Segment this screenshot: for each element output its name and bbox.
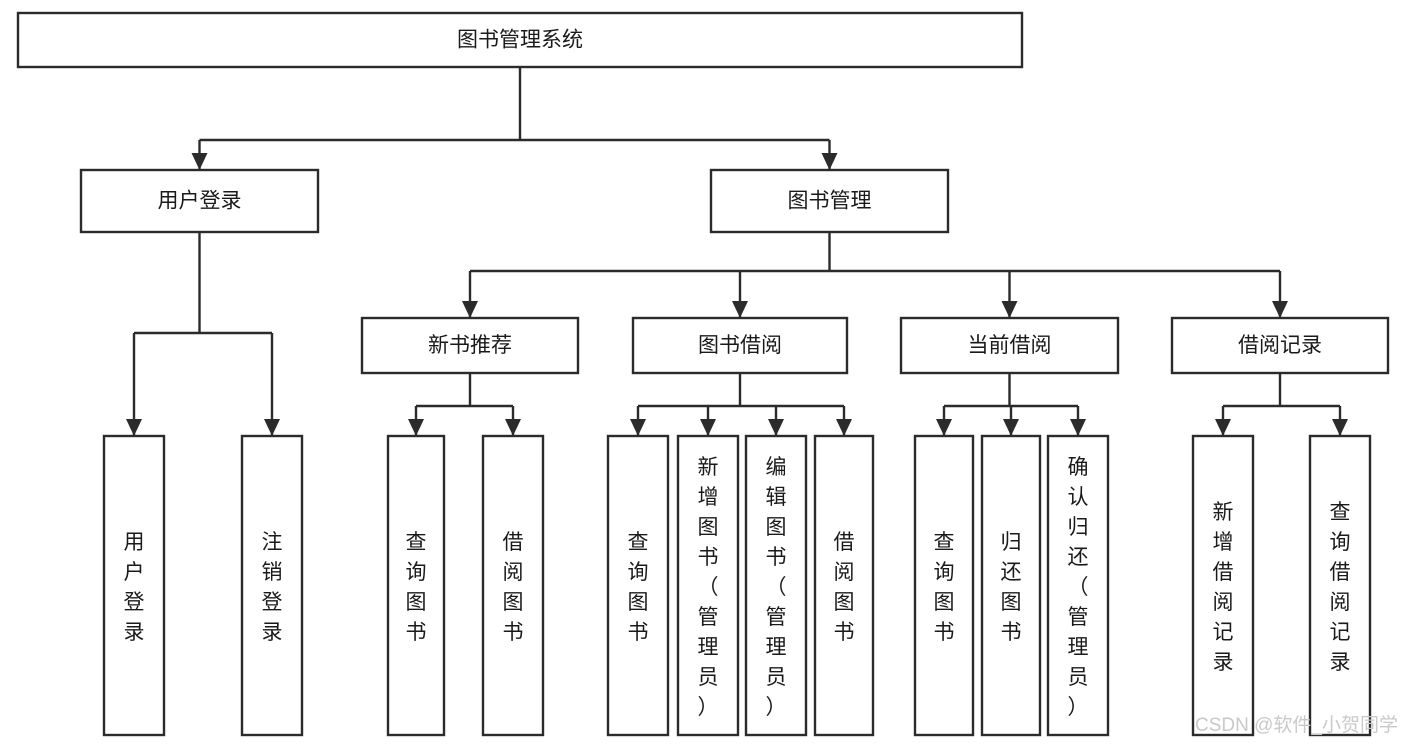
- node-leaf-0-box: [102, 434, 166, 737]
- node-level2-1-label: 图书管理: [788, 190, 872, 213]
- arrow-head-icon: [630, 419, 646, 436]
- node-leaf-12-label: 查询借阅记录: [1330, 501, 1351, 674]
- arrow-head-icon: [821, 153, 838, 170]
- arrow-head-icon: [264, 419, 280, 436]
- node-leaf-12[interactable]: 查询借阅记录: [1308, 434, 1372, 737]
- node-leaf-7-box: [813, 434, 875, 737]
- node-level2-0-box: [79, 168, 320, 234]
- node-level3-1[interactable]: 图书借阅: [631, 316, 849, 375]
- arrow-head-icon: [462, 301, 478, 318]
- node-leaf-9-label: 归还图书: [1001, 531, 1022, 644]
- node-level2-0-label: 用户登录: [158, 190, 242, 213]
- node-leaf-1-box: [240, 434, 304, 737]
- node-leaf-5-box: [676, 434, 740, 737]
- node-level2-1[interactable]: 图书管理: [709, 168, 950, 234]
- node-level3-0-box: [360, 316, 580, 375]
- node-level3-3-box: [1170, 316, 1390, 375]
- node-leaf-1-label: 注销登录: [262, 531, 283, 644]
- node-level3-2-label: 当前借阅: [968, 334, 1052, 357]
- node-leaf-0[interactable]: 用户登录: [102, 434, 166, 737]
- node-level3-1-label: 图书借阅: [698, 334, 782, 357]
- node-leaf-9[interactable]: 归还图书: [980, 434, 1042, 737]
- node-leaf-10-label: 确认归还（管理员）: [1068, 456, 1089, 719]
- node-leaf-1[interactable]: 注销登录: [240, 434, 304, 737]
- node-leaf-8[interactable]: 查询图书: [913, 434, 975, 737]
- node-leaf-12-box: [1308, 434, 1372, 737]
- node-root-label: 图书管理系统: [457, 29, 583, 52]
- node-level3-1-box: [631, 316, 849, 375]
- node-leaf-4-label: 查询图书: [628, 531, 649, 644]
- node-leaf-3-label: 借阅图书: [503, 531, 524, 644]
- arrow-head-icon: [936, 419, 952, 436]
- arrow-head-icon: [505, 419, 521, 436]
- arrow-head-icon: [768, 419, 784, 436]
- node-leaf-2-label: 查询图书: [406, 531, 427, 644]
- node-leaf-6-box: [744, 434, 808, 737]
- arrow-head-icon: [836, 419, 852, 436]
- node-leaf-0-label: 用户登录: [124, 531, 145, 644]
- node-leaf-2-box: [386, 434, 446, 737]
- node-leaf-2[interactable]: 查询图书: [386, 434, 446, 737]
- node-leaf-7[interactable]: 借阅图书: [813, 434, 875, 737]
- arrow-head-icon: [126, 419, 142, 436]
- node-leaf-11[interactable]: 新增借阅记录: [1191, 434, 1255, 737]
- node-level3-3-label: 借阅记录: [1238, 334, 1322, 357]
- node-leaf-6[interactable]: 编辑图书（管理员）: [744, 434, 808, 737]
- node-leaf-10[interactable]: 确认归还（管理员）: [1046, 434, 1110, 737]
- node-leaf-11-box: [1191, 434, 1255, 737]
- node-leaf-9-box: [980, 434, 1042, 737]
- node-leaf-8-label: 查询图书: [934, 531, 955, 644]
- node-leaf-10-box: [1046, 434, 1110, 737]
- node-leaf-4[interactable]: 查询图书: [606, 434, 670, 737]
- node-level3-0[interactable]: 新书推荐: [360, 316, 580, 375]
- node-level3-0-label: 新书推荐: [428, 334, 512, 357]
- arrow-head-icon: [1003, 419, 1019, 436]
- node-root[interactable]: 图书管理系统: [16, 11, 1024, 69]
- arrow-head-icon: [1332, 419, 1348, 436]
- arrow-head-icon: [408, 419, 424, 436]
- node-root-box: [16, 11, 1024, 69]
- node-level2-0[interactable]: 用户登录: [79, 168, 320, 234]
- node-level3-2[interactable]: 当前借阅: [899, 316, 1120, 375]
- node-leaf-3-box: [481, 434, 545, 737]
- arrow-head-icon: [732, 301, 748, 318]
- node-level2-1-box: [709, 168, 950, 234]
- node-leaf-7-label: 借阅图书: [834, 531, 855, 644]
- arrow-head-icon: [1070, 419, 1086, 436]
- connectors-layer: [126, 67, 1348, 436]
- arrow-head-icon: [191, 153, 208, 170]
- node-level3-2-box: [899, 316, 1120, 375]
- arrow-head-icon: [1272, 301, 1288, 318]
- node-leaf-11-label: 新增借阅记录: [1213, 501, 1234, 674]
- node-leaf-8-box: [913, 434, 975, 737]
- csdn-watermark: CSDN @软件_小贺同学: [1195, 714, 1398, 736]
- arrow-head-icon: [1215, 419, 1231, 436]
- node-level3-3[interactable]: 借阅记录: [1170, 316, 1390, 375]
- nodes-layer: 图书管理系统用户登录图书管理新书推荐图书借阅当前借阅借阅记录用户登录注销登录查询…: [16, 11, 1390, 737]
- node-leaf-4-box: [606, 434, 670, 737]
- node-leaf-5[interactable]: 新增图书（管理员）: [676, 434, 740, 737]
- arrow-head-icon: [1001, 301, 1018, 318]
- arrow-head-icon: [700, 419, 716, 436]
- node-leaf-3[interactable]: 借阅图书: [481, 434, 545, 737]
- node-leaf-6-label: 编辑图书（管理员）: [766, 456, 787, 719]
- node-leaf-5-label: 新增图书（管理员）: [698, 456, 719, 719]
